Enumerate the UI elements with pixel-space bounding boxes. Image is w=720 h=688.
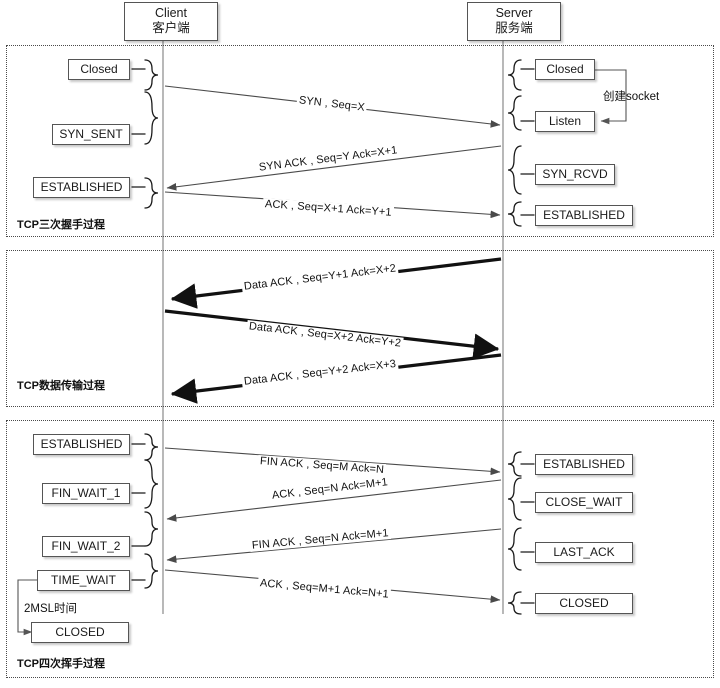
state-client-closed: Closed (68, 59, 130, 80)
section-handshake-label: TCP三次握手过程 (17, 219, 105, 231)
arrow-fin-2 (166, 528, 502, 563)
handshake-server-braces (507, 59, 535, 227)
arrow-ack-1 (166, 479, 502, 522)
state-server-last-ack: LAST_ACK (535, 542, 633, 563)
server-label-en: Server (495, 6, 533, 20)
msl-wait-note: 2MSL时间 (24, 603, 78, 615)
teardown-server-braces (507, 451, 535, 615)
state-client-established-1: ESTABLISHED (33, 177, 130, 198)
state-client-fin-wait-1: FIN_WAIT_1 (42, 483, 130, 504)
state-server-close-wait: CLOSE_WAIT (535, 492, 633, 513)
state-server-established-1: ESTABLISHED (535, 205, 633, 226)
state-client-established-2: ESTABLISHED (33, 434, 130, 455)
state-server-listen: Listen (535, 111, 595, 132)
client-endpoint-label: Client 客户端 (124, 2, 218, 41)
handshake-client-braces (131, 59, 159, 209)
server-endpoint-label: Server 服务端 (467, 2, 561, 41)
create-socket-note: 创建socket (603, 91, 660, 103)
teardown-client-braces (131, 433, 159, 589)
state-server-syn-rcvd: SYN_RCVD (535, 164, 615, 185)
server-label-zh: 服务端 (495, 21, 533, 35)
section-datatransfer-label: TCP数据传输过程 (17, 380, 105, 392)
state-server-closed: Closed (535, 59, 595, 80)
section-teardown-label: TCP四次挥手过程 (17, 658, 105, 670)
state-client-closed-2: CLOSED (31, 622, 129, 643)
state-client-syn-sent: SYN_SENT (52, 124, 130, 145)
section-handshake (6, 45, 714, 237)
msl-wait-arrow (17, 579, 37, 636)
create-socket-arrow (595, 69, 627, 125)
client-label-en: Client (155, 6, 187, 20)
section-datatransfer (6, 250, 714, 407)
state-client-fin-wait-2: FIN_WAIT_2 (42, 536, 130, 557)
state-server-closed-2: CLOSED (535, 593, 633, 614)
section-teardown (6, 420, 714, 678)
client-label-zh: 客户端 (152, 21, 190, 35)
state-server-established-2: ESTABLISHED (535, 454, 633, 475)
arrow-synack (166, 145, 502, 191)
state-client-time-wait: TIME_WAIT (37, 570, 130, 591)
